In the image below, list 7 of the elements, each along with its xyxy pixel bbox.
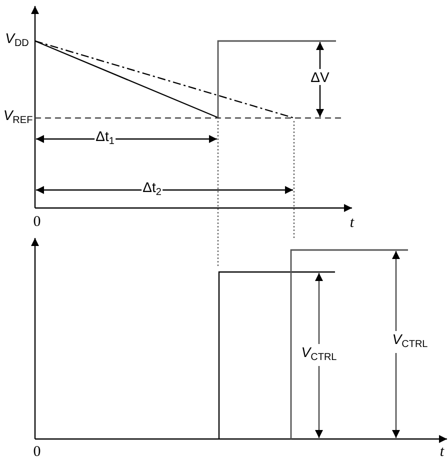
axis-label: t xyxy=(438,444,446,460)
axis-label: t xyxy=(348,215,356,231)
voltage-label: V$_{CTRL}$ xyxy=(300,344,338,366)
voltage-label: ΔV xyxy=(310,69,330,85)
axis-label: 0 xyxy=(32,214,42,230)
voltage-label: V$_{CTRL}$ xyxy=(391,331,429,353)
axis-label: 0 xyxy=(32,444,42,460)
